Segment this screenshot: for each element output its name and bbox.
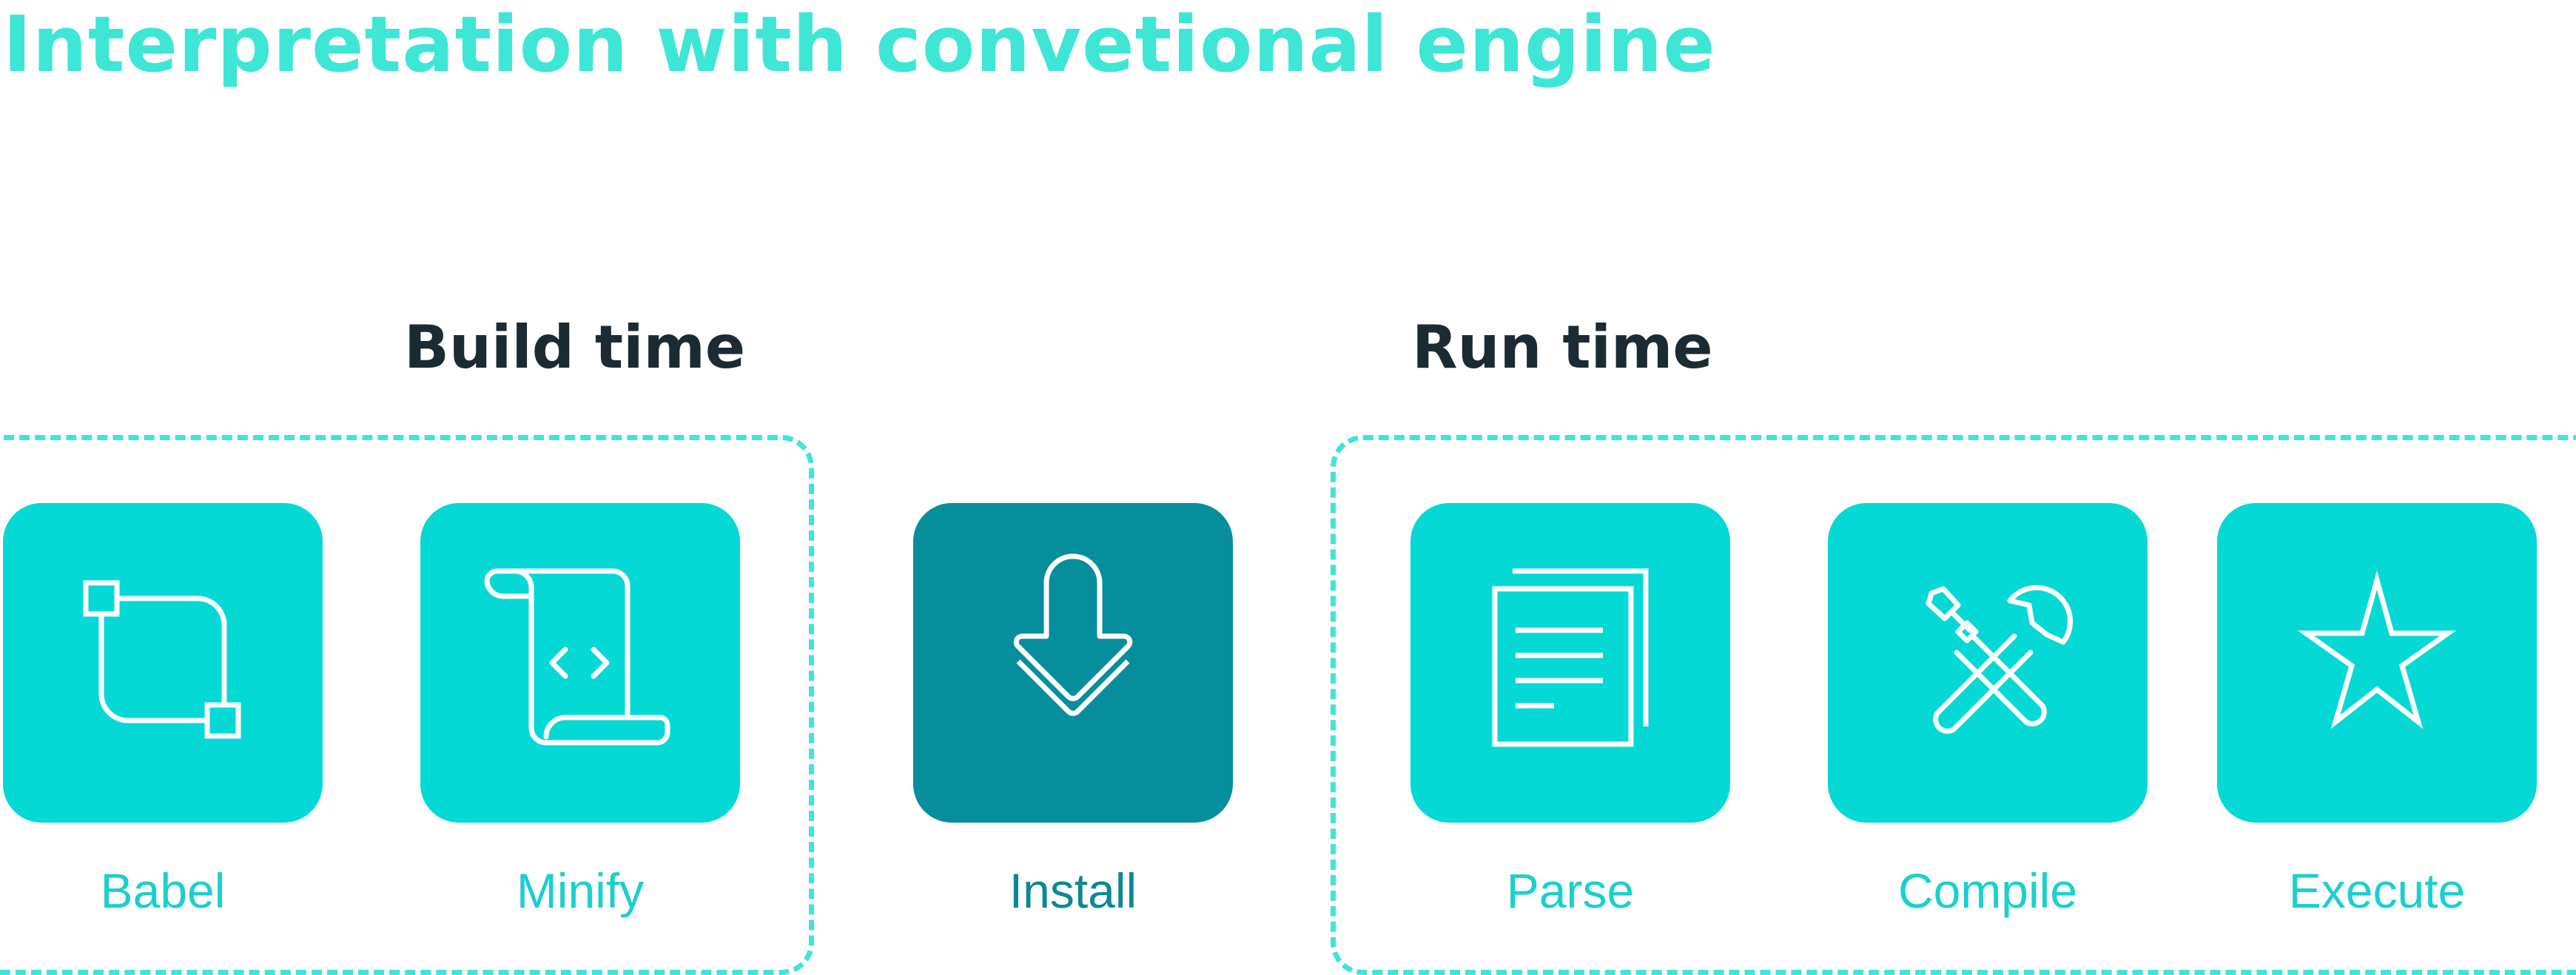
compile-label: Compile	[1897, 863, 2078, 918]
diagram-title: Interpretation with convetional engine	[3, 0, 1716, 90]
run-time-group	[1331, 435, 2576, 975]
build-time-group	[0, 435, 814, 975]
run-time-label: Run time	[1412, 313, 1713, 382]
star-icon	[2298, 570, 2456, 729]
transform-icon	[83, 580, 241, 739]
execute-tile	[2217, 503, 2537, 823]
minify-label: Minify	[516, 863, 645, 918]
babel-label: Babel	[100, 863, 226, 918]
build-time-label: Build time	[404, 313, 746, 382]
compile-tile	[1828, 503, 2148, 823]
execute-label: Execute	[2288, 863, 2466, 918]
babel-tile	[3, 503, 323, 823]
wrench-screwdriver-icon	[1926, 584, 2074, 734]
code-scroll-icon	[484, 568, 670, 746]
parse-tile	[1410, 503, 1730, 823]
parse-label: Parse	[1506, 863, 1635, 918]
document-icon	[1492, 568, 1649, 747]
minify-tile	[420, 503, 740, 823]
install-label: Install	[1009, 863, 1137, 918]
download-arrow-icon	[1013, 553, 1133, 716]
install-tile	[913, 503, 1233, 823]
